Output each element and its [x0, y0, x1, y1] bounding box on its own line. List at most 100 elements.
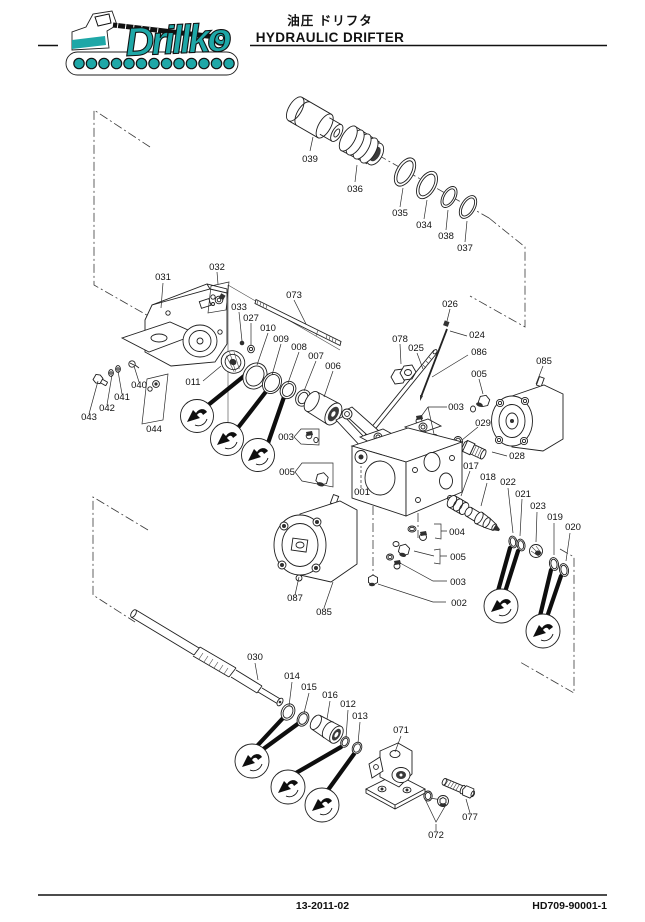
part-035-ring [393, 157, 417, 187]
drillko-logo: Drillko [58, 10, 250, 76]
part-label-005: 005 [471, 369, 487, 380]
page-title-japanese: 油圧 ドリフタ [287, 14, 373, 28]
part-label-085: 085 [536, 356, 552, 367]
callout-wedges [204, 369, 564, 793]
part-label-078: 078 [392, 334, 408, 345]
part-label-077: 077 [462, 812, 478, 823]
part-label-073: 073 [286, 290, 302, 301]
part-label-072: 072 [428, 830, 444, 841]
part-label-003: 003 [448, 402, 464, 413]
part-label-040: 040 [131, 380, 147, 391]
part-002-plug [368, 574, 378, 587]
title-block: 油圧 ドリフタ HYDRAULIC DRIFTER [210, 10, 450, 45]
part-019-oring [548, 557, 560, 571]
part-label-024: 024 [469, 330, 485, 341]
part-label-086: 086 [471, 347, 487, 358]
part-027-oring [247, 344, 255, 354]
part-label-011: 011 [185, 377, 200, 388]
page-title-english: HYDRAULIC DRIFTER [255, 30, 405, 45]
part-020-oring [558, 563, 570, 577]
part-label-005: 005 [450, 552, 466, 563]
part-label-032: 032 [209, 262, 225, 273]
grease-callout [270, 769, 306, 805]
part-label-019: 019 [547, 512, 563, 523]
part-034-ring [416, 170, 438, 200]
part-072-plug-oring [423, 790, 449, 823]
part-043-bolt [92, 373, 109, 387]
part-078-lock-nuts [390, 364, 417, 385]
part-071-bracket [365, 742, 426, 810]
logo-wordmark: Drillko [124, 15, 232, 64]
drill-rig-cab [71, 10, 118, 51]
grease-callout [241, 438, 275, 472]
part-085-gear-pump-left [273, 493, 358, 583]
part-label-017: 017 [463, 461, 479, 472]
part-label-085: 085 [316, 607, 332, 618]
part-label-039: 039 [302, 154, 318, 165]
part-label-003: 003 [450, 577, 466, 588]
part-label-028: 028 [509, 451, 525, 462]
part-label-018: 018 [480, 472, 496, 483]
part-label-012: 012 [340, 699, 356, 710]
part-number-labels: 0390360350340380370310320330270100090080… [81, 154, 581, 841]
part-label-001: 001 [354, 487, 370, 498]
part-label-002: 002 [451, 598, 467, 609]
part-label-008: 008 [291, 342, 307, 353]
part-040-screw [128, 360, 140, 369]
part-077-bolt [441, 778, 476, 799]
footer-doc-code: 13-2011-02 [295, 900, 350, 912]
part-015-ring [296, 711, 310, 727]
part-label-042: 042 [99, 403, 115, 414]
part-label-031: 031 [155, 272, 171, 283]
part-label-022: 022 [500, 477, 516, 488]
part-042-washer [108, 369, 114, 377]
part-label-033: 033 [231, 302, 247, 313]
part-018-valve-spool [464, 506, 500, 532]
part-label-010: 010 [260, 323, 276, 334]
part-label-043: 043 [81, 412, 97, 423]
footer-drawing-code: HD709-90001-1 [532, 900, 607, 912]
part-011-threaded-plug [220, 350, 246, 374]
part-008-ring [279, 380, 297, 400]
part-021-oring [516, 538, 526, 552]
label-flags [293, 428, 447, 565]
part-label-021: 021 [515, 489, 531, 500]
part-label-023: 023 [530, 501, 546, 512]
part-label-071: 071 [393, 725, 409, 736]
part-label-027: 027 [243, 313, 259, 324]
part-label-014: 014 [284, 671, 300, 682]
part-022-oring [508, 535, 518, 549]
part-label-026: 026 [442, 299, 458, 310]
part-039-piston-sleeve [285, 96, 344, 142]
part-label-015: 015 [301, 682, 317, 693]
part-085-gear-pump-right [491, 375, 564, 452]
part-003-screw-ring-b [386, 553, 401, 570]
part-004-screw-ring [407, 525, 427, 541]
part-label-020: 020 [565, 522, 581, 533]
part-031-front-housing [120, 283, 228, 367]
part-023-plug [529, 544, 543, 558]
part-label-025: 025 [408, 343, 424, 354]
part-label-013: 013 [352, 711, 368, 722]
part-label-036: 036 [347, 184, 363, 195]
part-005-fitting-b [392, 541, 411, 557]
part-024-needle [420, 328, 448, 401]
part-005-fitting-a [470, 394, 491, 413]
grease-callout [210, 422, 244, 456]
part-044-bolt-flag [141, 373, 169, 425]
part-label-029: 029 [475, 418, 491, 429]
grease-callout [304, 787, 340, 823]
part-037-ring [458, 195, 478, 219]
part-label-016: 016 [322, 690, 338, 701]
part-label-004: 004 [449, 527, 465, 538]
part-valve-body [335, 406, 464, 517]
part-017-sleeve [446, 495, 470, 515]
part-014-ring [280, 703, 296, 721]
leader-lines [88, 136, 571, 831]
part-030-shank-rod [130, 609, 284, 707]
part-label-087: 087 [287, 593, 303, 604]
part-label-041: 041 [114, 392, 130, 403]
part-label-005: 005 [279, 467, 295, 478]
